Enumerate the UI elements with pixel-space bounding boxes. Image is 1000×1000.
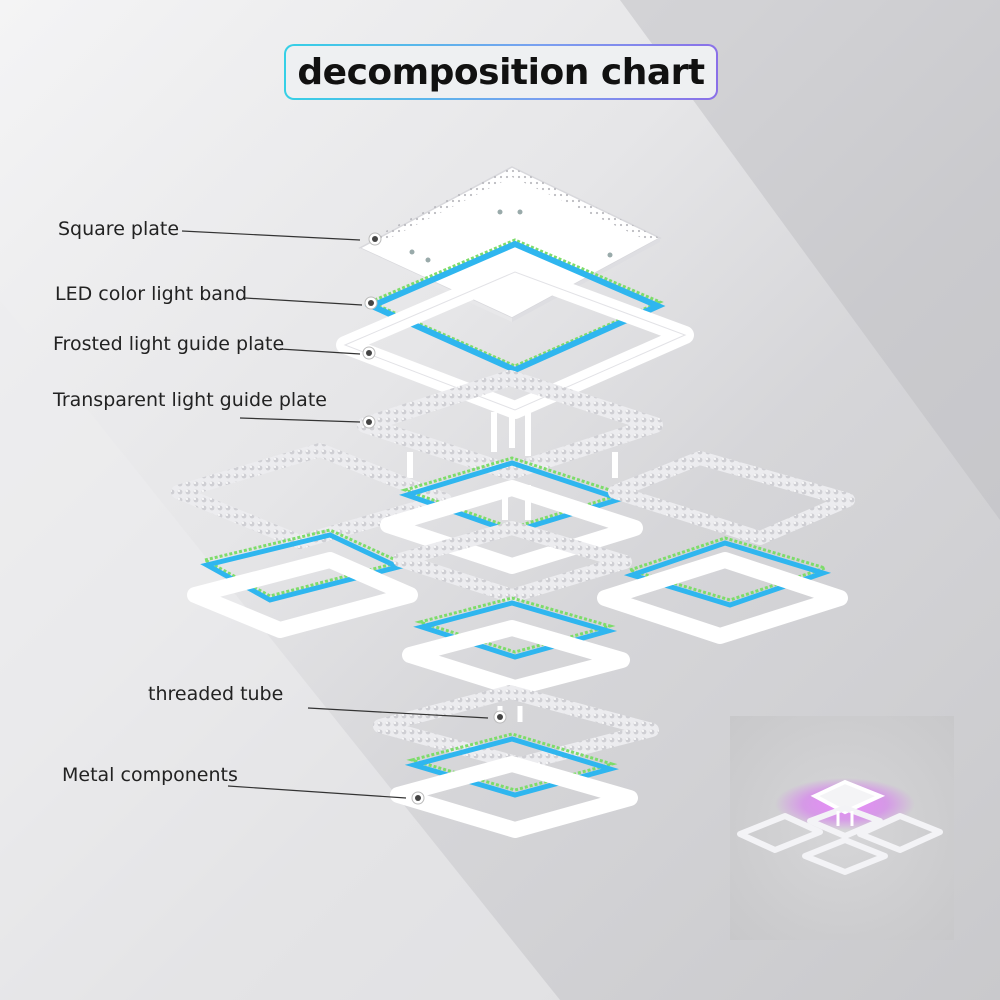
module-bottom: [373, 685, 659, 838]
module-right: [597, 451, 855, 644]
module-front: [402, 596, 630, 696]
product-preview: [730, 716, 954, 940]
label-led-band: LED color light band: [55, 283, 248, 305]
pointer-dots: [362, 232, 507, 805]
product-render: [737, 778, 943, 875]
leader-lines: [181, 230, 489, 799]
page-title: decomposition chart: [297, 51, 705, 93]
led-band-top: [364, 238, 666, 374]
transparent-plate-top: [357, 370, 663, 480]
label-frosted-plate: Frosted light guide plate: [53, 333, 285, 355]
label-square-plate: Square plate: [58, 218, 180, 240]
label-metal-components: Metal components: [62, 764, 238, 786]
label-transparent-plate: Transparent light guide plate: [53, 389, 327, 411]
label-threaded-tube: threaded tube: [148, 683, 284, 705]
module-left: [171, 443, 452, 638]
title-box: decomposition chart: [284, 44, 718, 100]
